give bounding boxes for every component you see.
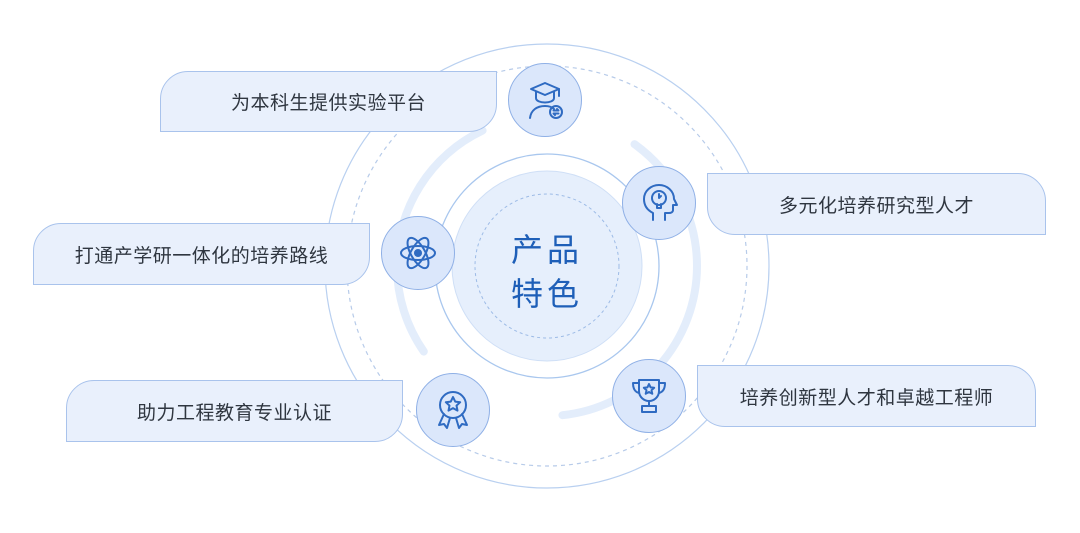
feature-label-2-text: 多元化培养研究型人才 — [778, 194, 974, 217]
feature-label-5: 助力工程教育专业认证 — [66, 380, 403, 442]
feature-label-4-text: 培养创新型人才和卓越工程师 — [739, 386, 994, 409]
feature-badge-3 — [381, 216, 455, 290]
feature-label-4: 培养创新型人才和卓越工程师 — [697, 365, 1036, 427]
center-title: 产品 特色 — [497, 228, 597, 316]
feature-label-1-text: 为本科生提供实验平台 — [230, 92, 426, 114]
atom-icon — [400, 236, 436, 270]
feature-label-2: 多元化培养研究型人才 — [707, 173, 1046, 235]
feature-badge-5 — [416, 373, 490, 447]
trophy-icon — [632, 379, 666, 413]
feature-label-5-text: 助力工程教育专业认证 — [136, 401, 332, 424]
feature-label-3: 打通产学研一体化的培养路线 — [33, 223, 370, 285]
feature-label-1: 为本科生提供实验平台 — [160, 71, 497, 132]
center-title-line2: 特色 — [510, 275, 583, 313]
feature-badge-2 — [622, 166, 696, 240]
medal-icon — [438, 391, 468, 429]
center-title-line1: 产品 — [510, 231, 583, 269]
feature-badge-4 — [612, 359, 686, 433]
graduate-icon — [529, 82, 563, 119]
feature-label-3-text: 打通产学研一体化的培养路线 — [74, 244, 329, 267]
head-bulb-icon — [643, 184, 678, 221]
feature-badge-1 — [508, 63, 582, 137]
